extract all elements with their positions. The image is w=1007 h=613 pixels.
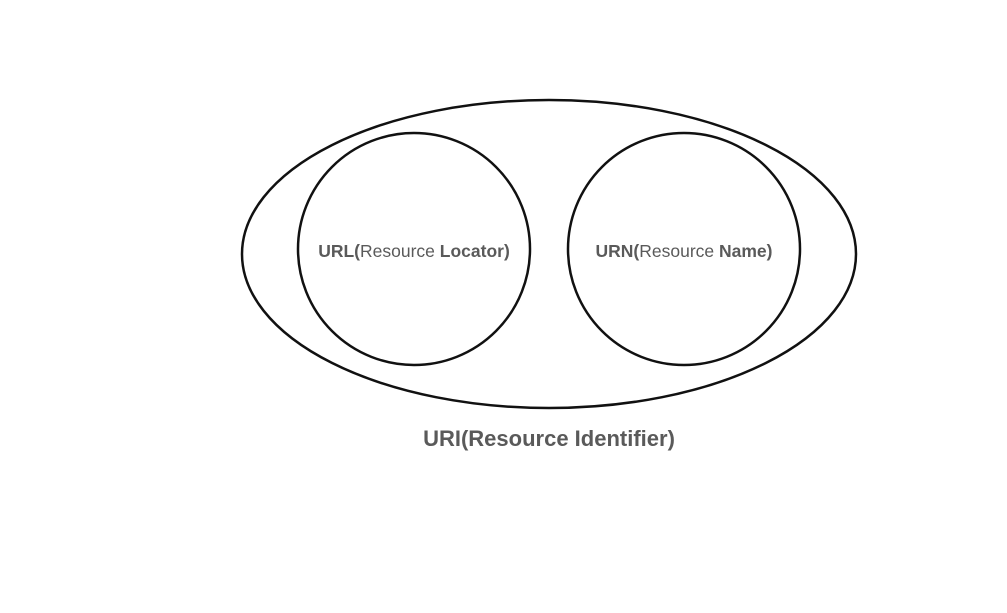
url-circle: [296, 131, 532, 367]
urn-resource-word: Resource: [639, 241, 719, 261]
url-resource-word: Resource: [360, 241, 440, 261]
url-acronym: URL(: [318, 241, 360, 261]
uri-ellipse: [240, 98, 858, 410]
uri-label: URI(Resource Identifier): [423, 426, 675, 451]
urn-kind: Name): [719, 241, 773, 261]
urn-circle: [566, 131, 802, 367]
urn-label: URN(Resource Name): [595, 241, 772, 261]
url-kind: Locator): [440, 241, 510, 261]
urn-acronym: URN(: [595, 241, 639, 261]
url-label: URL(Resource Locator): [318, 241, 510, 261]
